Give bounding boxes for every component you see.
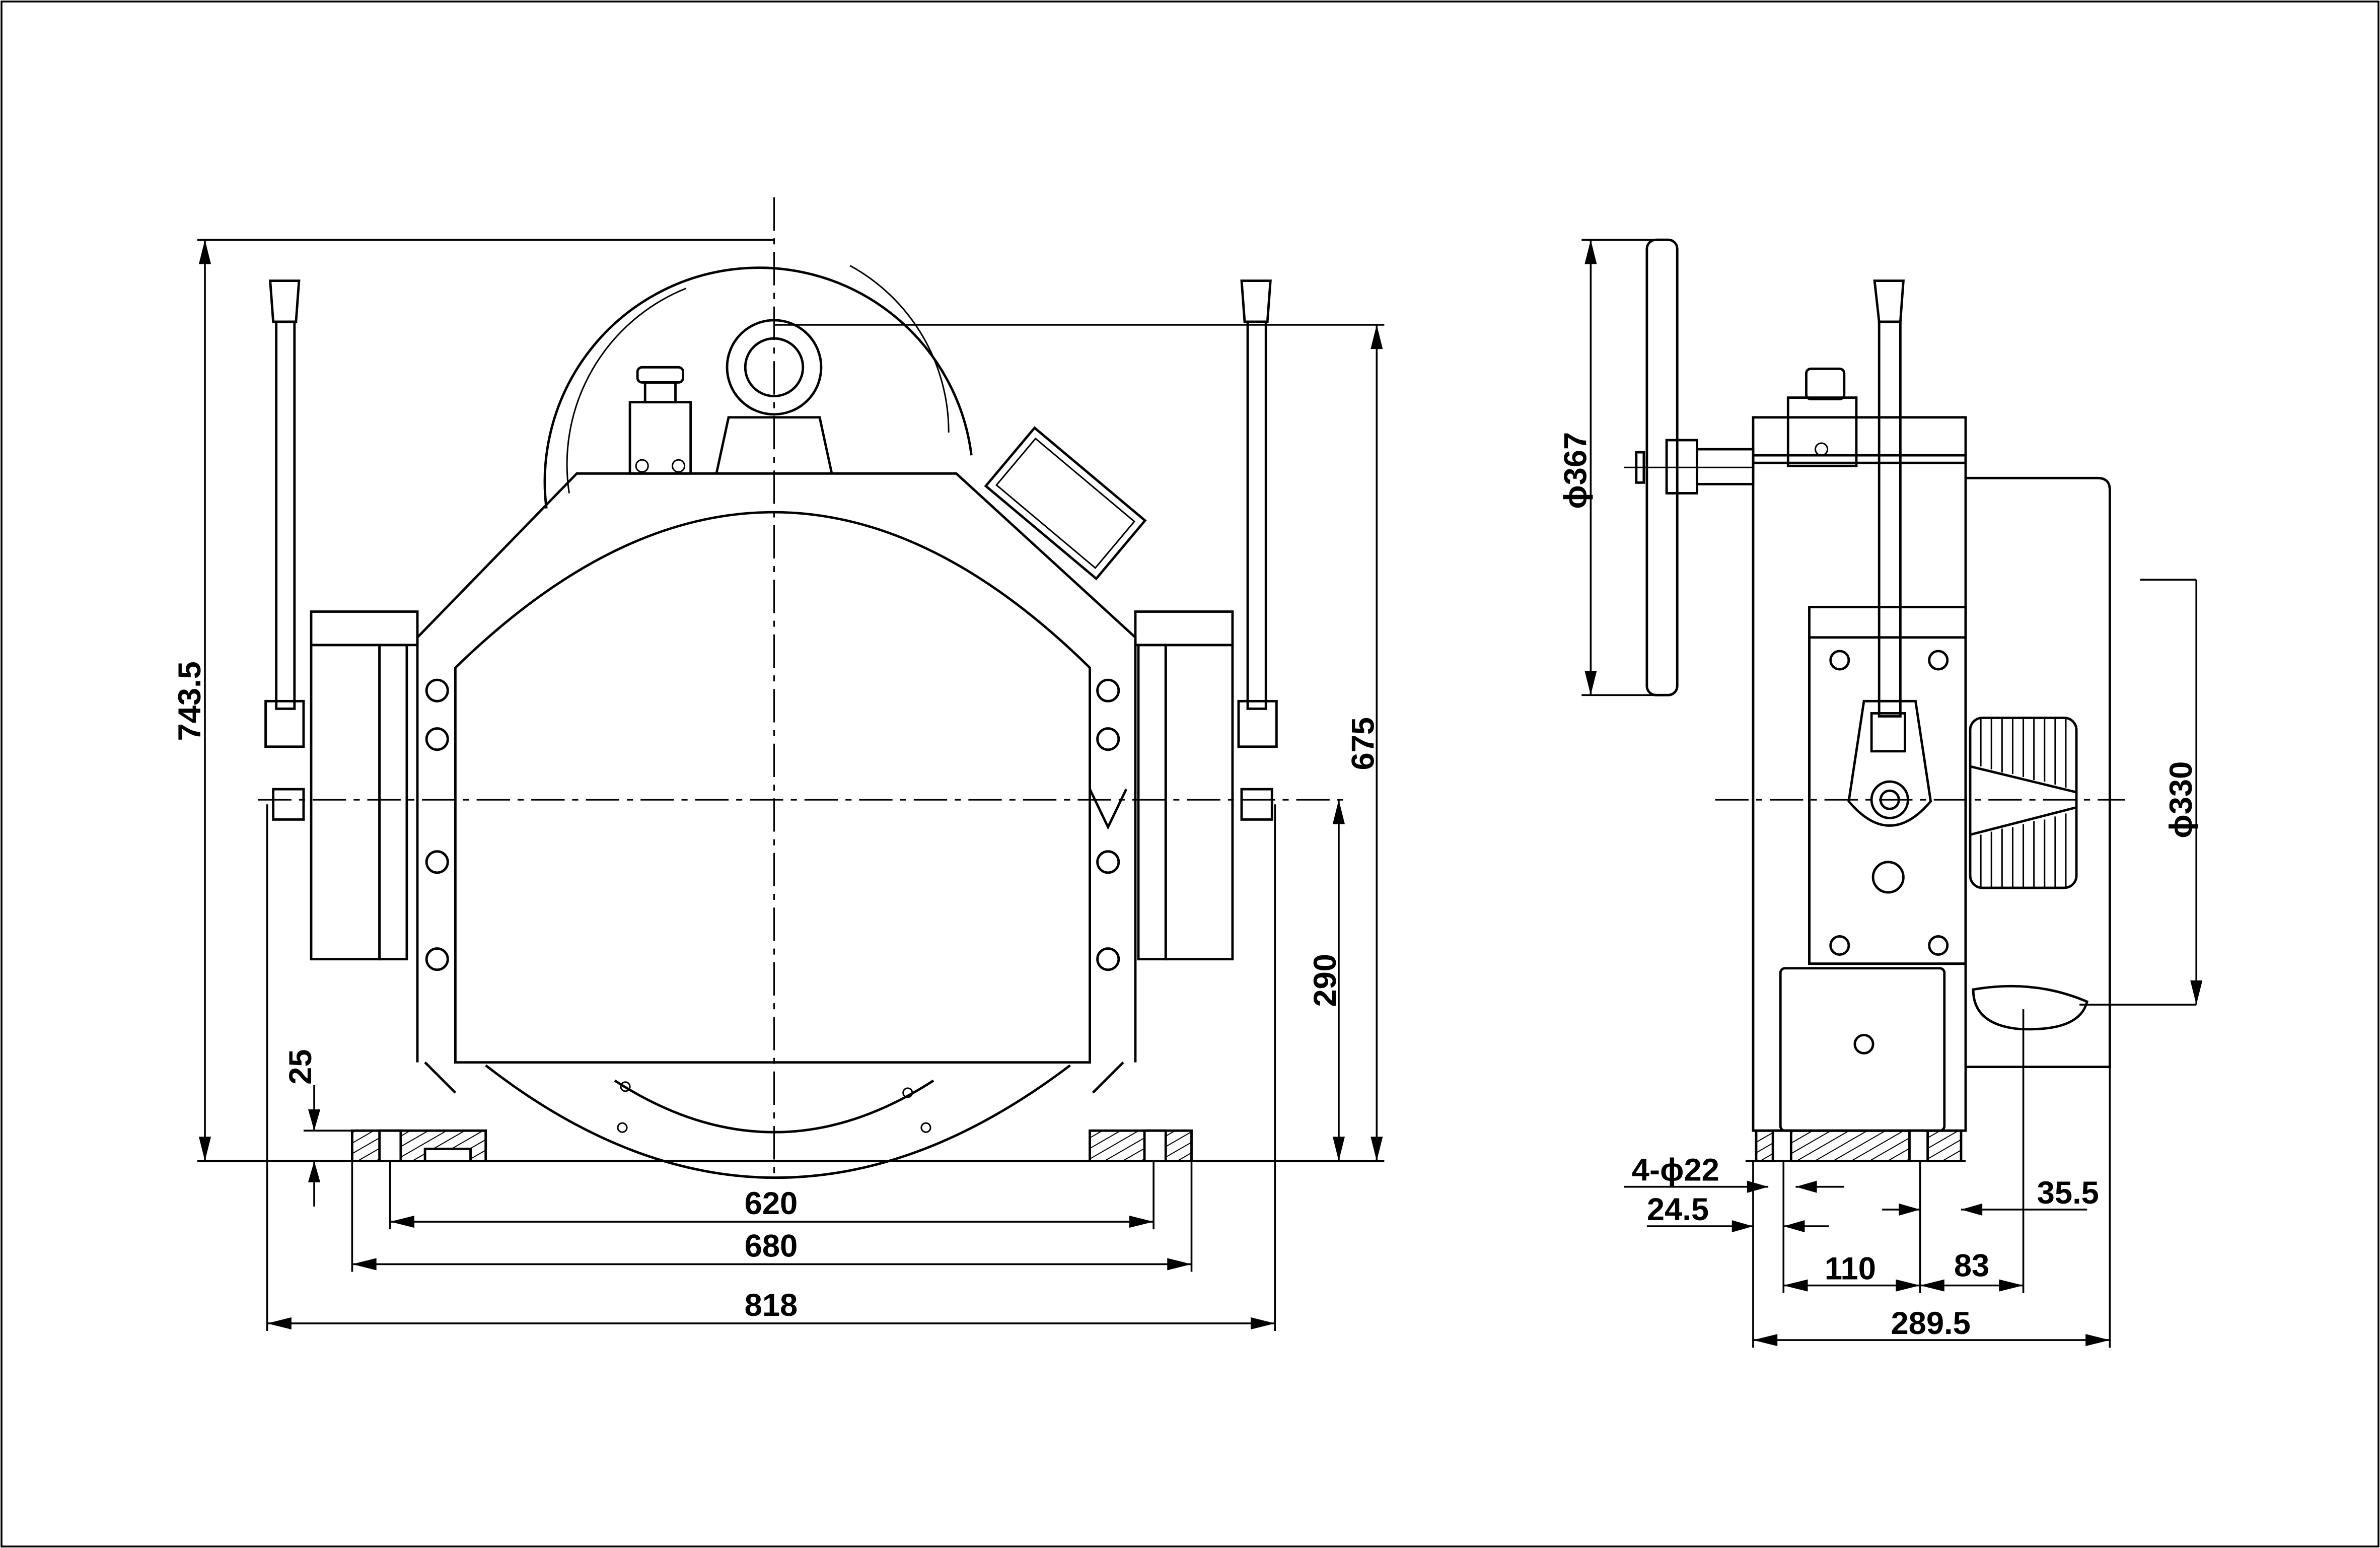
base-frame <box>197 1129 1385 1162</box>
dim-sheave-diameter-label: ϕ330 <box>2163 761 2199 838</box>
brake-right <box>1089 610 1273 971</box>
dim-overall-depth: 289.5 <box>1752 1067 2111 1348</box>
side-brake-lever <box>1847 279 1932 827</box>
dim-sheave-diameter: ϕ330 <box>2079 579 2203 1006</box>
motor-body <box>416 472 1137 1179</box>
side-body <box>1752 367 2111 1132</box>
lifting-eye <box>715 319 833 474</box>
emergency-button <box>628 366 692 475</box>
dim-shaft-height: 290 <box>1308 800 1345 1161</box>
front-view: 743.5 675 290 25 620 <box>172 197 1385 1331</box>
dim-handwheel-diameter: ϕ367 <box>1558 239 1663 696</box>
side-base <box>1745 1129 1966 1162</box>
dim-handwheel-diameter-label: ϕ367 <box>1558 432 1593 509</box>
junction-box <box>984 426 1147 581</box>
traction-sheave-outline <box>543 265 973 509</box>
dim-shaft-height-label: 290 <box>1308 954 1343 1007</box>
dim-hole-offset: 24.5 <box>1646 1192 1829 1233</box>
dim-bolt-pitch-label: 110 <box>1825 1251 1876 1287</box>
brake-release-lever-left <box>264 279 305 748</box>
dim-eye-height: 675 <box>774 324 1385 1161</box>
dim-base-length-label: 680 <box>745 1228 798 1263</box>
sheave-grooves <box>1972 984 2089 1031</box>
dim-hole-offset-label: 24.5 <box>1647 1192 1709 1227</box>
dim-base-thickness-label: 25 <box>283 1049 318 1084</box>
dim-sheave-offset-label: 83 <box>1954 1248 1989 1284</box>
brake-release-lever-right <box>1237 279 1278 748</box>
dim-overall-width: 818 <box>266 804 1276 1331</box>
dim-base-length: 680 <box>351 1161 1193 1272</box>
dim-edge-offset-label: 35.5 <box>2037 1175 2099 1211</box>
dim-eye-height-label: 675 <box>1345 717 1381 770</box>
dim-edge-offset: 35.5 <box>1882 1175 2099 1216</box>
dim-bolt-spacing: 620 <box>389 1161 1155 1230</box>
brake-left <box>272 610 449 971</box>
traction-sheave-side <box>1969 717 2078 889</box>
handwheel <box>1624 238 1755 696</box>
dim-overall-width-label: 818 <box>745 1288 798 1323</box>
dim-holes-label: 4-ϕ22 <box>1632 1153 1719 1188</box>
dim-overall-height: 743.5 <box>172 239 774 1161</box>
dim-sheave-offset: 83 <box>1920 1009 2025 1293</box>
dim-overall-depth-label: 289.5 <box>1891 1306 1970 1341</box>
dim-bolt-spacing-label: 620 <box>745 1186 798 1221</box>
dim-overall-height-label: 743.5 <box>172 661 207 741</box>
dim-holes: 4-ϕ22 <box>1624 1153 1844 1193</box>
side-view: ϕ367 <box>1558 238 2203 1348</box>
dim-bolt-pitch: 110 <box>1782 1161 1921 1293</box>
dim-base-thickness: 25 <box>283 1049 352 1207</box>
